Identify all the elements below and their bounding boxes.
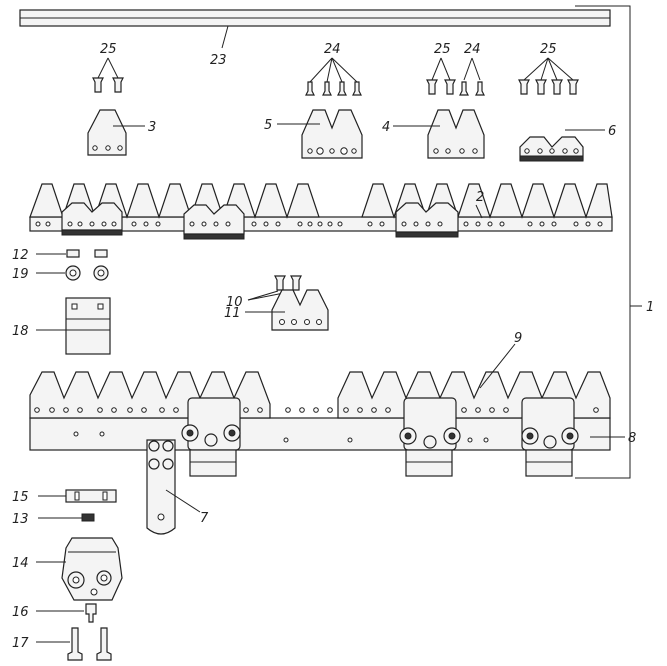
section-part-11: 11	[224, 289, 329, 331]
label-18: 18	[12, 324, 29, 339]
bolts-25-group-c: 25	[518, 42, 579, 95]
cutter-bar-assembly-lower: 9 8	[29, 331, 636, 477]
label-9: 9	[514, 331, 522, 346]
label-17: 17	[12, 636, 29, 651]
nut-part-13: 13	[12, 512, 95, 527]
plate-part-18: 18	[12, 297, 111, 355]
label-13: 13	[12, 512, 29, 527]
nuts-part-12: 12	[12, 248, 108, 263]
label-25-c: 25	[540, 42, 557, 57]
label-12: 12	[12, 248, 29, 263]
label-3: 3	[148, 120, 156, 135]
bolts-part-17: 17	[12, 627, 112, 661]
bolts-part-10: 10	[226, 275, 302, 310]
label-25-a: 25	[100, 42, 117, 57]
label-16: 16	[12, 605, 29, 620]
label-24-a: 24	[324, 42, 341, 57]
bolts-25-24-group: 25 24	[426, 42, 485, 96]
section-part-4: 4	[382, 109, 485, 159]
label-25-b: 25	[434, 42, 451, 57]
washers-part-19: 19	[12, 265, 109, 282]
clip-part-14: 14	[12, 537, 123, 601]
bolts-25-group-a: 25	[92, 42, 124, 93]
clip-right	[521, 397, 579, 477]
label-23: 23	[210, 53, 227, 68]
label-19: 19	[12, 267, 29, 282]
label-7: 7	[200, 511, 209, 526]
label-4: 4	[382, 120, 390, 135]
label-15: 15	[12, 490, 29, 505]
label-6: 6	[608, 124, 616, 139]
cutter-bar-part-2: 2	[29, 183, 613, 240]
bolt-part-16: 16	[12, 603, 97, 623]
clip-left	[181, 397, 241, 477]
label-10: 10	[226, 295, 243, 310]
label-24-b: 24	[464, 42, 481, 57]
knife-head-part-7: 7	[146, 439, 209, 535]
clamp-part-15: 15	[12, 489, 117, 505]
label-8: 8	[628, 431, 636, 446]
bolts-24-group-a: 24	[305, 42, 362, 96]
label-2: 2	[476, 190, 484, 205]
label-1: 1	[646, 300, 654, 315]
clip-middle	[399, 397, 461, 477]
label-11: 11	[224, 306, 241, 321]
label-5: 5	[264, 118, 272, 133]
section-part-3: 3	[87, 109, 156, 156]
assembly-bracket	[575, 5, 631, 479]
section-part-5: 5	[264, 109, 363, 159]
leader-9	[479, 343, 516, 389]
leader-23	[221, 25, 229, 49]
label-14: 14	[12, 556, 29, 571]
section-part-6: 6	[519, 124, 616, 162]
